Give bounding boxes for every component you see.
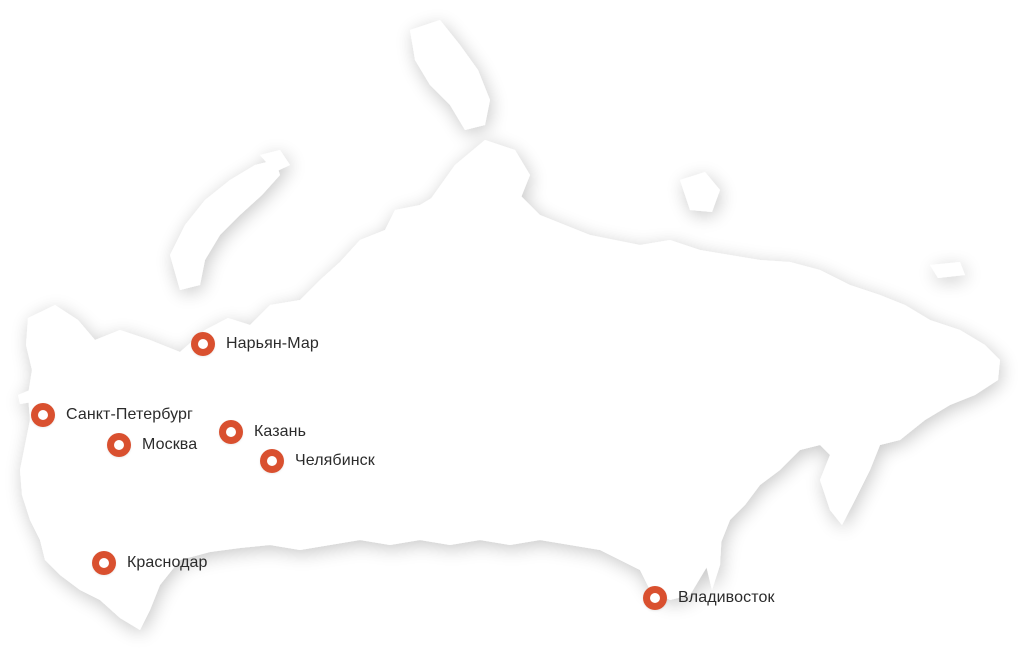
location-pin-icon <box>31 403 55 427</box>
city-label: Нарьян-Мар <box>226 335 319 352</box>
novaya-zemlya-shape <box>170 160 280 290</box>
location-pin-icon <box>643 586 667 610</box>
city-marker-moscow[interactable]: Москва <box>107 433 197 457</box>
location-pin-icon <box>191 332 215 356</box>
location-pin-icon <box>92 551 116 575</box>
city-marker-vladivostok[interactable]: Владивосток <box>643 586 775 610</box>
city-label: Казань <box>254 423 307 440</box>
city-marker-saint-petersburg[interactable]: Санкт-Петербург <box>31 403 193 427</box>
city-marker-krasnodar[interactable]: Краснодар <box>92 551 208 575</box>
location-pin-icon <box>260 449 284 473</box>
new-siberian-islands-shape <box>680 172 720 212</box>
severnaya-zemlya-shape <box>410 20 490 130</box>
sakhalin-shape <box>705 505 722 590</box>
city-label: Москва <box>142 436 198 453</box>
city-marker-chelyabinsk[interactable]: Челябинск <box>260 449 375 473</box>
city-label: Владивосток <box>678 589 775 606</box>
city-marker-naryan-mar[interactable]: Нарьян-Мар <box>191 332 319 356</box>
kaliningrad-shape <box>18 390 32 404</box>
franz-josef-land-shape <box>260 150 290 172</box>
city-label: Челябинск <box>295 452 375 469</box>
taymyr-shape <box>430 140 530 205</box>
location-pin-icon <box>219 420 243 444</box>
mainland-shape <box>20 178 1000 630</box>
location-pin-icon <box>107 433 131 457</box>
city-label: Санкт-Петербург <box>66 406 193 423</box>
city-marker-kazan[interactable]: Казань <box>219 420 306 444</box>
wrangel-island-shape <box>930 262 965 278</box>
city-label: Краснодар <box>127 554 208 571</box>
